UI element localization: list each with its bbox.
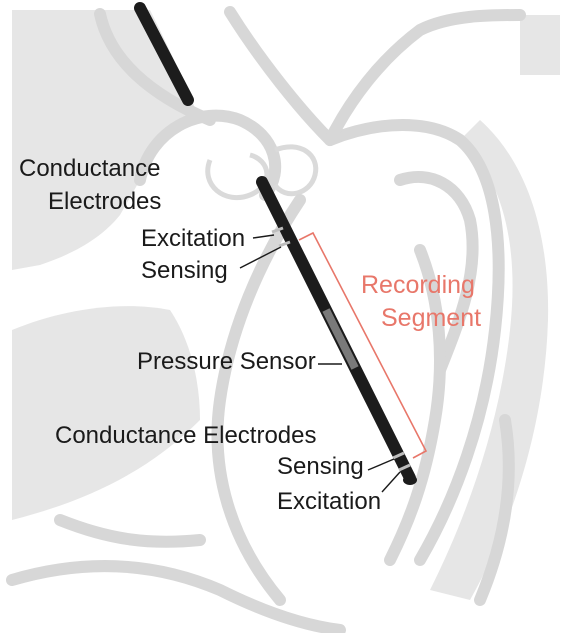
label-excitation-top: Excitation bbox=[141, 225, 245, 252]
label-pressure-sensor: Pressure Sensor bbox=[137, 348, 316, 375]
label-recording-segment-line1: Recording bbox=[361, 271, 475, 299]
heart-aorta bbox=[520, 15, 560, 75]
heart-outline-bottom bbox=[12, 566, 340, 630]
catheter-tip bbox=[403, 475, 417, 485]
label-sensing-top: Sensing bbox=[141, 257, 228, 284]
leader-sensing-bottom bbox=[368, 459, 394, 470]
label-recording-segment-line2: Segment bbox=[381, 304, 481, 332]
pressure-sensor-window bbox=[326, 310, 355, 368]
heart-outline-valve-loop2 bbox=[275, 147, 316, 194]
label-excitation-bottom: Excitation bbox=[277, 488, 381, 515]
label-conductance-electrodes-bottom: Conductance Electrodes bbox=[55, 422, 317, 449]
heart-outline-inner-lv bbox=[218, 200, 301, 600]
recording-segment-bracket bbox=[299, 233, 426, 458]
heart-outline-lower-left bbox=[60, 520, 200, 542]
label-conductance-electrodes-top-line1: Conductance bbox=[19, 155, 160, 182]
leader-excitation-bottom bbox=[382, 472, 400, 492]
heart-outline-valve-loop bbox=[208, 155, 267, 198]
label-sensing-bottom: Sensing bbox=[277, 453, 364, 480]
heart-right-ventricle bbox=[12, 306, 200, 520]
label-conductance-electrodes-top-line2: Electrodes bbox=[48, 188, 161, 215]
